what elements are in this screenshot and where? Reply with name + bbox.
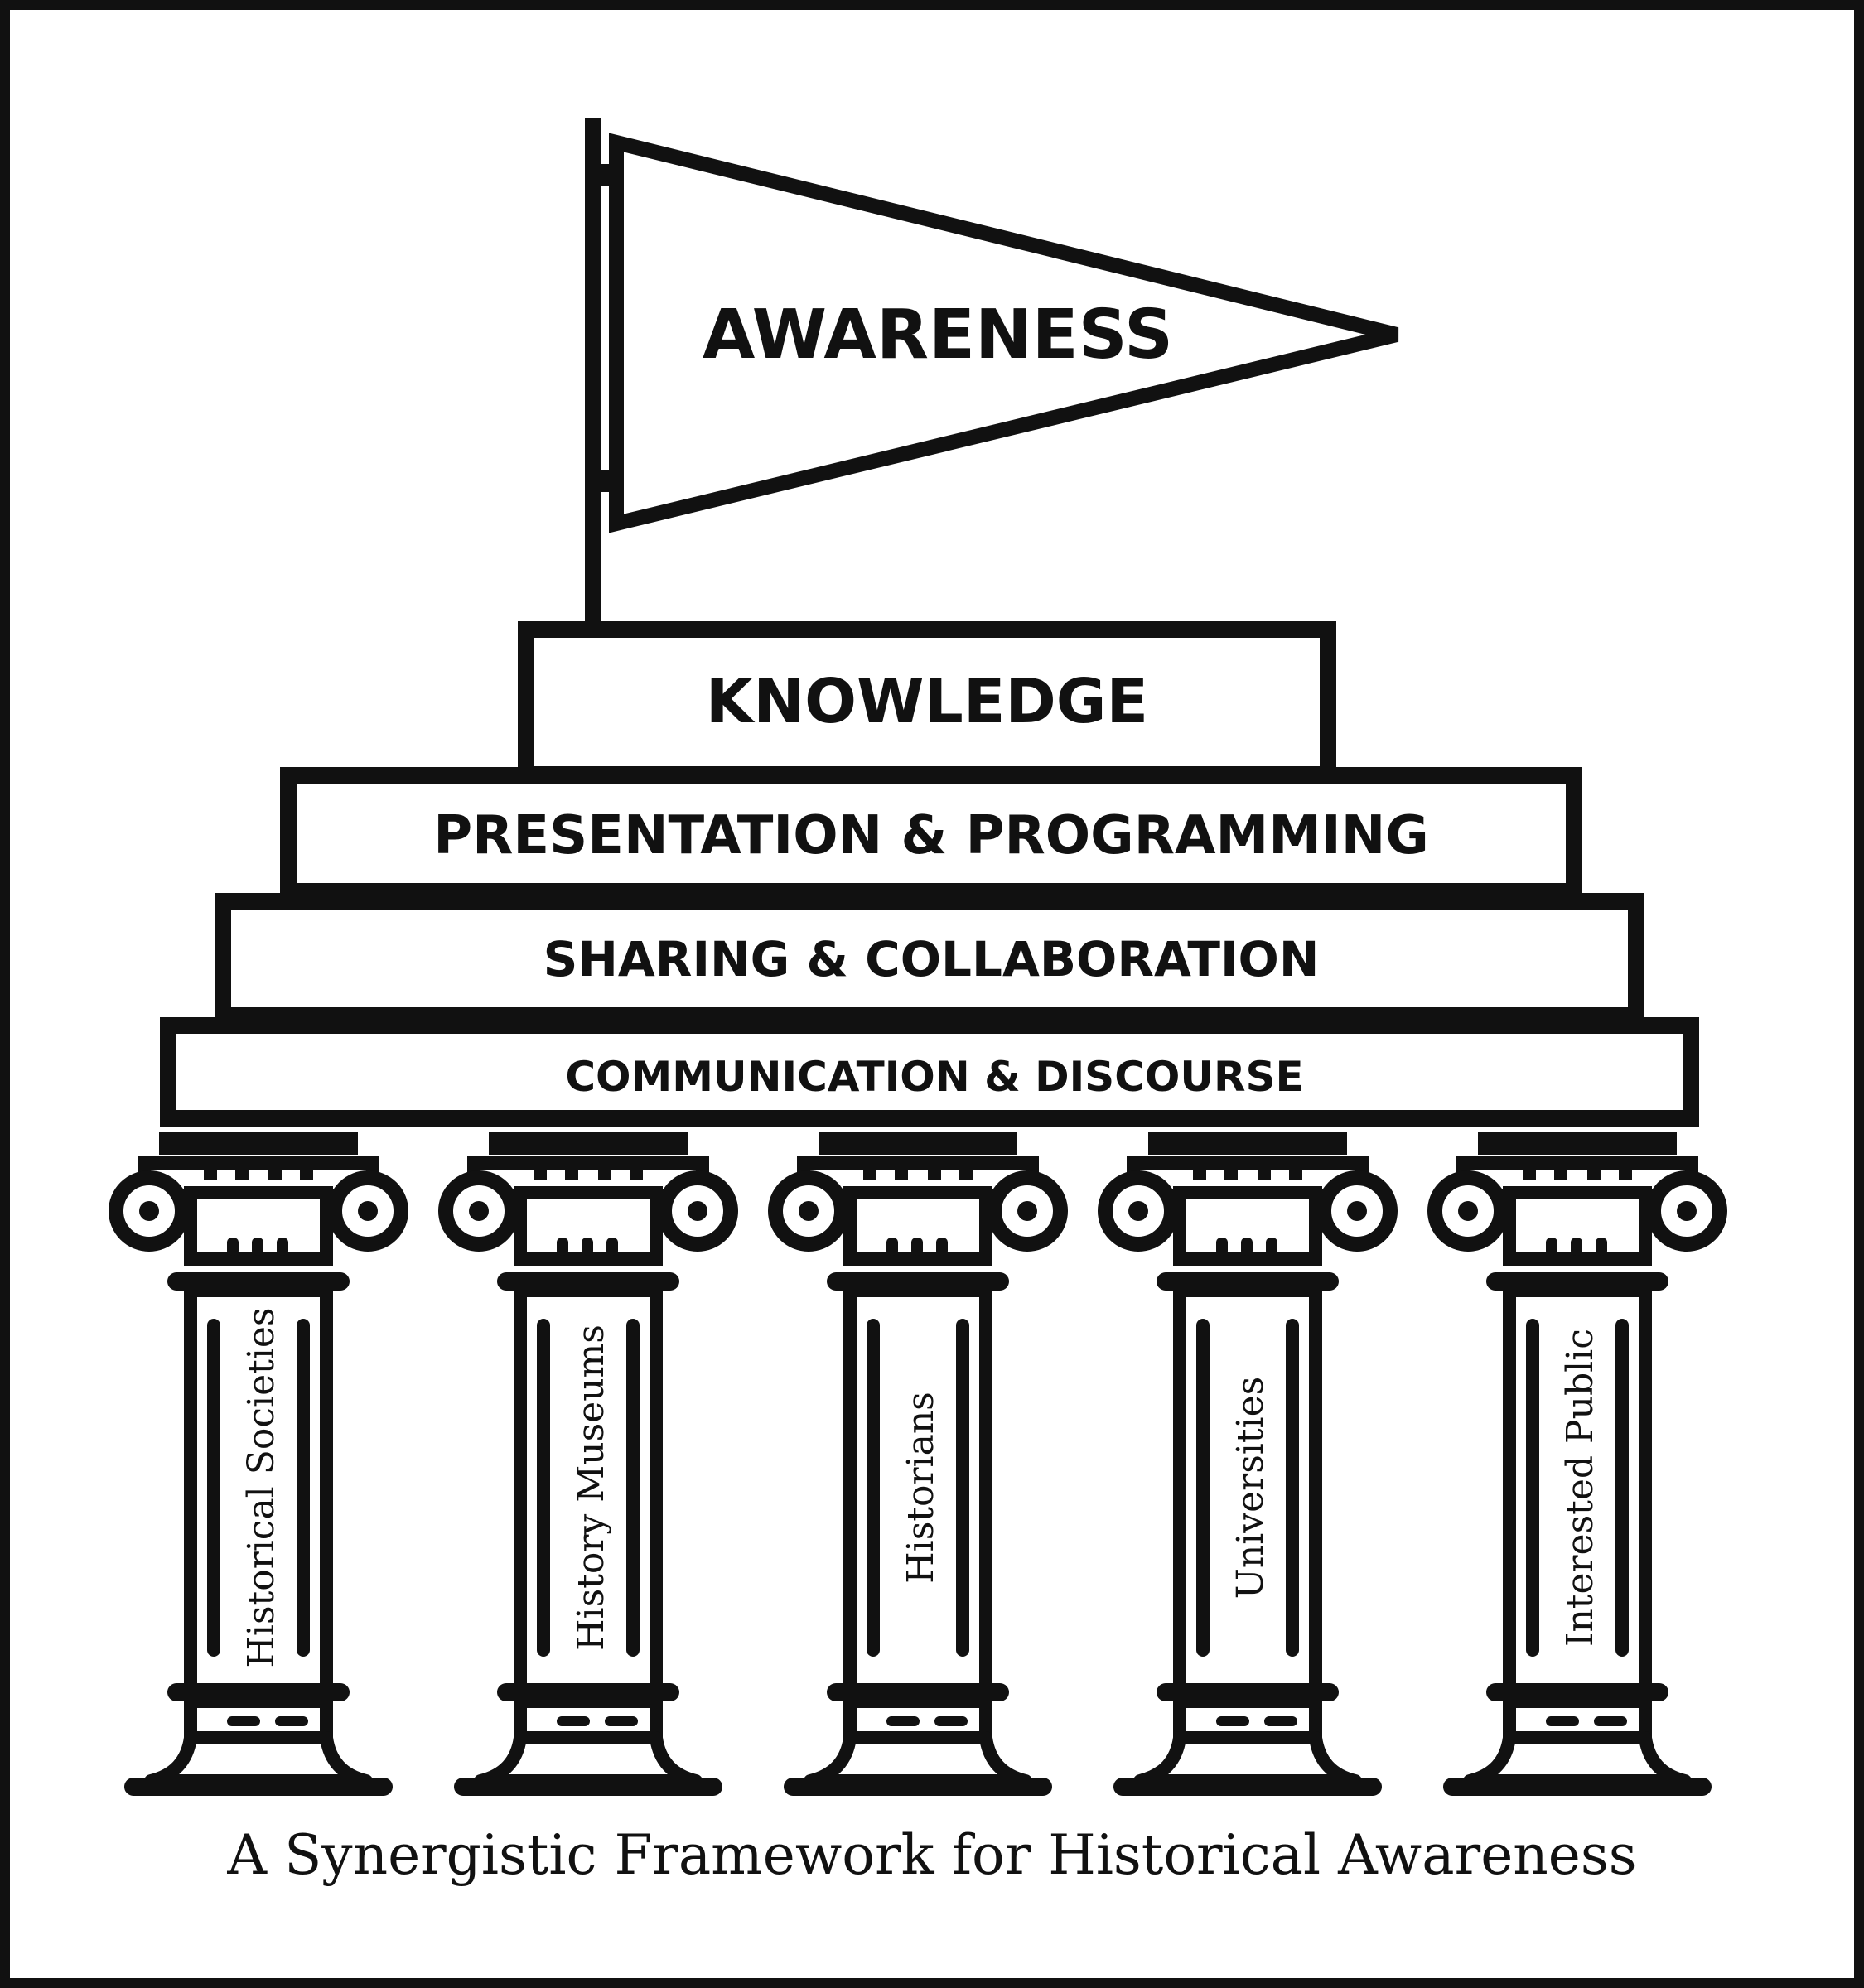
tier-presentation: PRESENTATION & PROGRAMMING [280, 767, 1582, 900]
pillar-interested-public: Interested Public [1435, 1132, 1720, 1796]
tier-communication: COMMUNICATION & DISCOURSE [160, 1017, 1699, 1127]
tier-presentation-label: PRESENTATION & PROGRAMMING [433, 805, 1429, 866]
tier-presentation-box [280, 767, 1582, 900]
pillar-history-museums: History Museums [446, 1132, 731, 1796]
diagram-caption: A Synergistic Framework for Historical A… [226, 1823, 1636, 1887]
pillar-universities: Universities [1105, 1132, 1390, 1796]
tier-knowledge-label: KNOWLEDGE [706, 666, 1148, 737]
pillar-label: Historical Societies [240, 1308, 282, 1668]
flag-pole [585, 118, 601, 623]
pillar-historical-societies: Historical Societies [116, 1132, 401, 1796]
flag-pennant [609, 133, 1399, 533]
tier-communication-label: COMMUNICATION & DISCOURSE [565, 1053, 1303, 1101]
tier-sharing-box [215, 893, 1644, 1024]
pillar-label: Universities [1229, 1377, 1272, 1599]
pillar-historians: Historians [775, 1132, 1060, 1796]
flag: AWARENESS [585, 118, 1399, 623]
tier-communication-box [160, 1017, 1699, 1127]
tier-sharing-label: SHARING & COLLABORATION [543, 931, 1320, 987]
pillar-label: Interested Public [1559, 1329, 1601, 1647]
tier-knowledge: KNOWLEDGE [518, 621, 1336, 783]
pillar-label: Historians [900, 1392, 942, 1583]
pillar-label: History Museums [570, 1325, 612, 1651]
flag-label: AWARENESS [703, 296, 1173, 374]
tier-sharing: SHARING & COLLABORATION [215, 893, 1644, 1024]
